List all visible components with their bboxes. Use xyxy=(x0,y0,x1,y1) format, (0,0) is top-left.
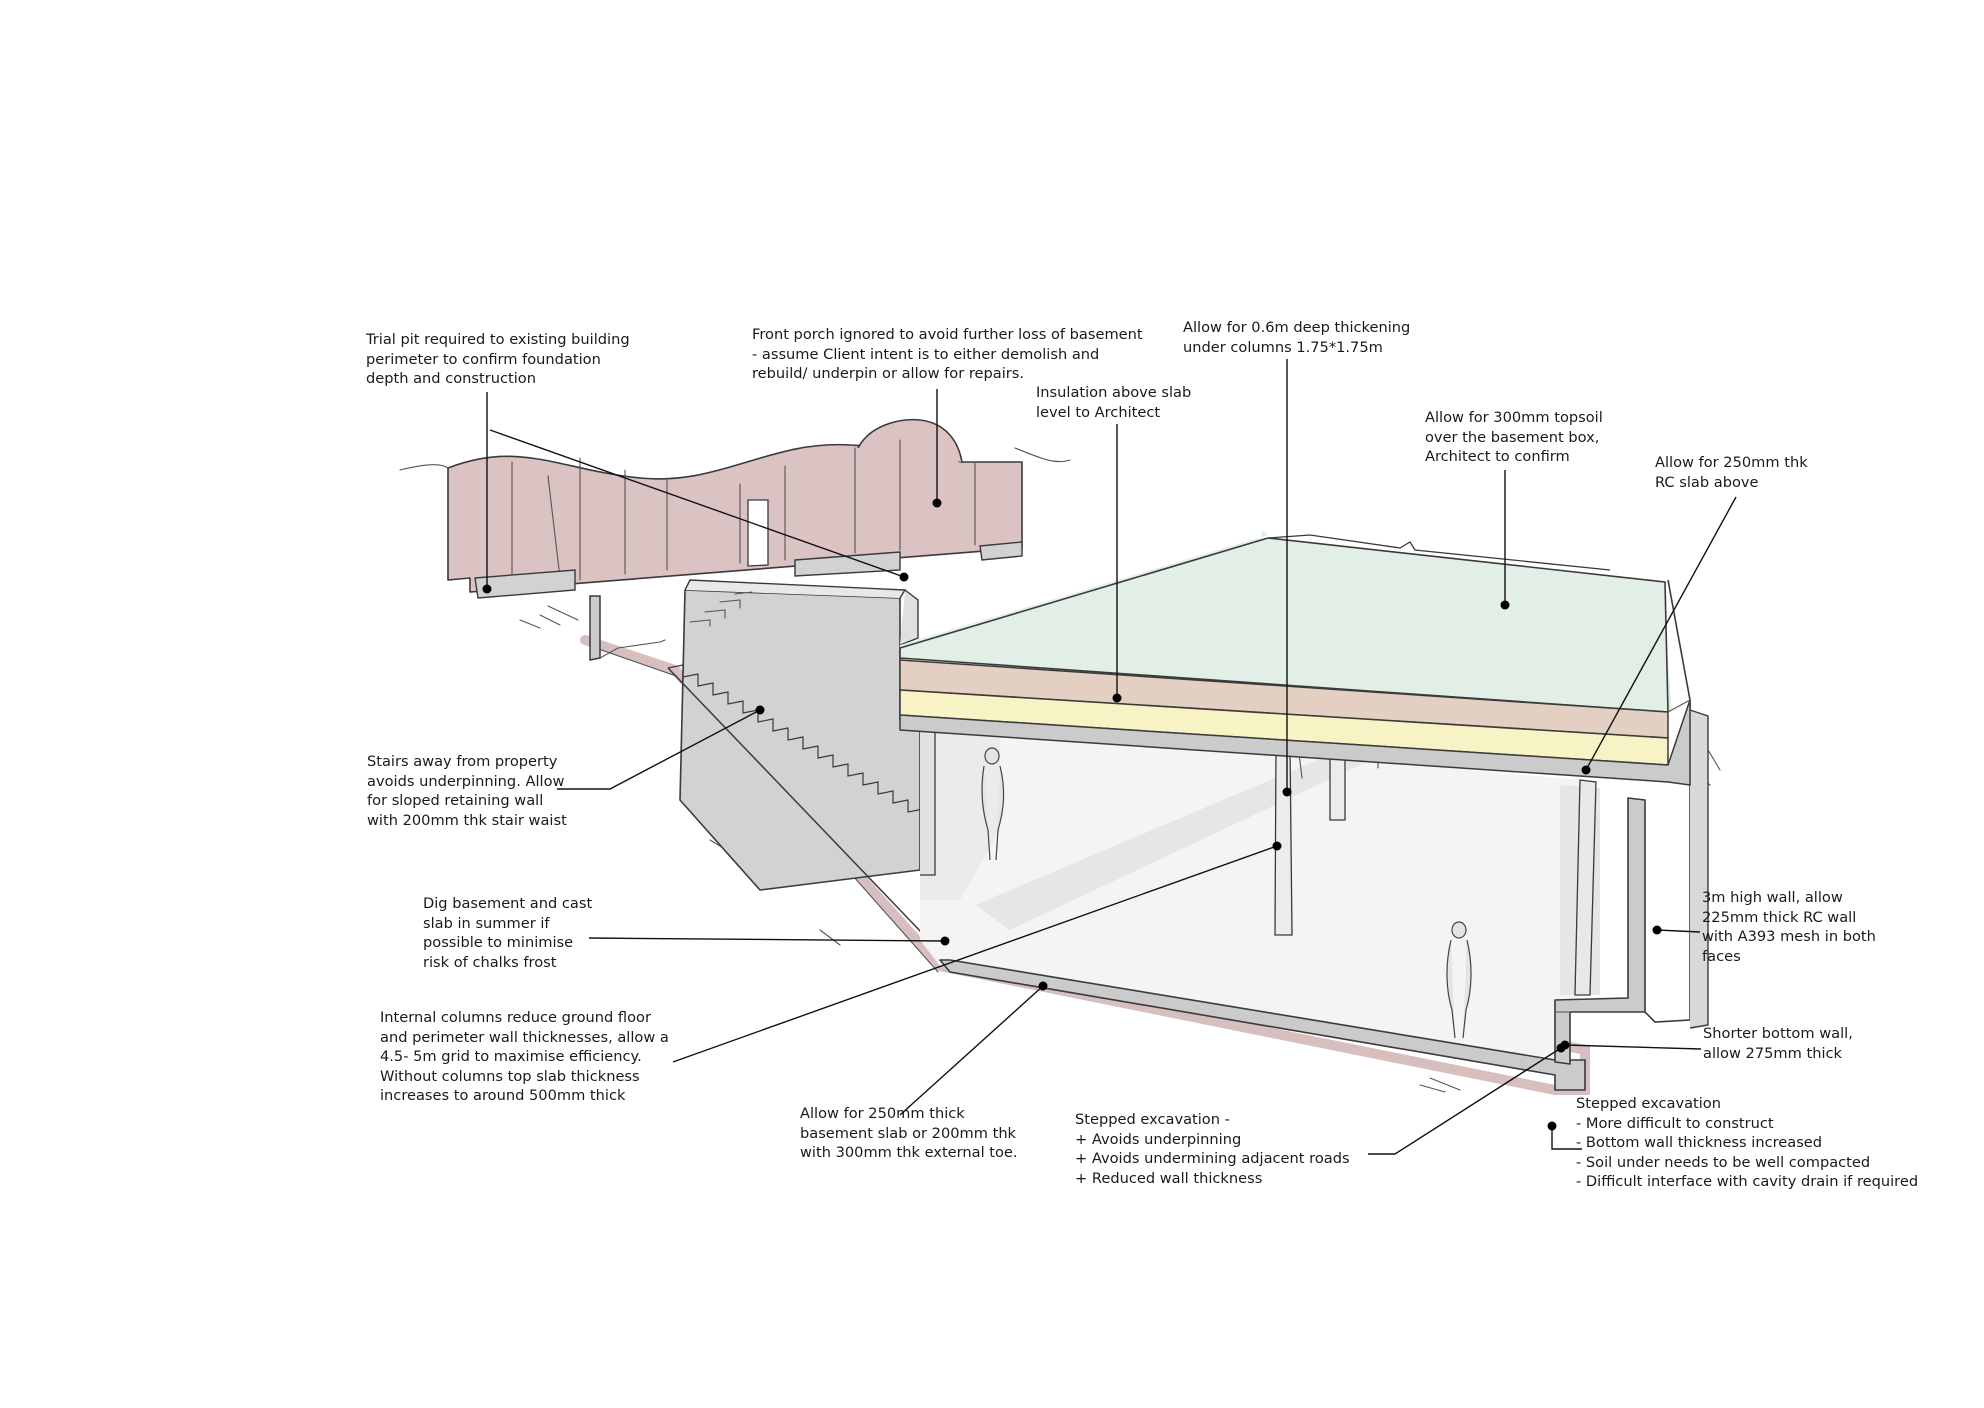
note-line: rebuild/ underpin or allow for repairs. xyxy=(752,365,1025,382)
note-line: + Avoids undermining adjacent roads xyxy=(1075,1150,1350,1167)
note-line: faces xyxy=(1702,947,1741,965)
note-line: - Difficult interface with cavity drain … xyxy=(1576,1173,1919,1190)
note-line: Dig basement and cast xyxy=(423,895,593,912)
note-line: - More difficult to construct xyxy=(1576,1114,1774,1132)
note-line: Architect to confirm xyxy=(1425,448,1570,465)
note-line: with 300mm thk external toe. xyxy=(800,1144,1018,1161)
note-stepped-pros: Stepped excavation - + Avoids underpinni… xyxy=(1075,1110,1350,1188)
note-stairs: Stairs away from property avoids underpi… xyxy=(367,752,567,830)
existing-building xyxy=(399,418,1071,599)
note-line: with A393 mesh in both xyxy=(1702,928,1876,945)
note-line: RC slab above xyxy=(1655,473,1759,491)
note-line: Stairs away from property xyxy=(367,753,558,770)
note-dig-basement: Dig basement and cast slab in summer if … xyxy=(423,894,592,972)
note-line: 4.5- 5m grid to maximise efficiency. xyxy=(380,1048,642,1065)
note-rc-slab: Allow for 250mm thk RC slab above xyxy=(1655,453,1808,492)
note-line: - Soil under needs to be well compacted xyxy=(1576,1153,1871,1171)
note-line: - Bottom wall thickness increased xyxy=(1576,1134,1823,1151)
note-line: and perimeter wall thicknesses, allow a xyxy=(380,1028,669,1046)
person-silhouette-icon xyxy=(981,747,1005,861)
note-trial-pit: Trial pit required to existing building … xyxy=(366,330,630,389)
note-front-porch: Front porch ignored to avoid further los… xyxy=(752,325,1143,384)
note-line: Allow for 250mm thick xyxy=(800,1105,965,1122)
note-line: Front porch ignored to avoid further los… xyxy=(752,326,1143,343)
note-line: avoids underpinning. Allow xyxy=(367,772,565,790)
note-line: 3m high wall, allow xyxy=(1702,889,1843,906)
note-line: under columns 1.75*1.75m xyxy=(1183,338,1383,356)
note-line: with 200mm thk stair waist xyxy=(367,811,567,829)
stair-retaining-wall xyxy=(589,579,921,891)
note-line: + Avoids underpinning xyxy=(1075,1130,1242,1148)
note-shorter-wall: Shorter bottom wall, allow 275mm thick xyxy=(1703,1024,1853,1063)
note-topsoil: Allow for 300mm topsoil over the basemen… xyxy=(1425,408,1603,467)
column-2 xyxy=(1329,755,1346,821)
note-high-wall: 3m high wall, allow 225mm thick RC wall … xyxy=(1702,888,1876,966)
note-line: Without columns top slab thickness xyxy=(380,1067,640,1085)
note-line: basement slab or 200mm thk xyxy=(800,1124,1017,1142)
note-line: slab in summer if xyxy=(423,914,550,932)
note-line: increases to around 500mm thick xyxy=(380,1087,626,1104)
note-line: possible to minimise xyxy=(423,934,574,951)
note-line: Allow for 300mm topsoil xyxy=(1425,409,1603,426)
note-line: perimeter to confirm foundation xyxy=(366,350,601,368)
note-stepped-cons: Stepped excavation - More difficult to c… xyxy=(1576,1094,1918,1192)
basement-box xyxy=(919,579,1709,1091)
note-line: over the basement box, xyxy=(1425,428,1600,446)
note-internal-columns: Internal columns reduce ground floor and… xyxy=(380,1008,669,1106)
note-line: allow 275mm thick xyxy=(1703,1044,1842,1062)
note-line: Insulation above slab xyxy=(1036,384,1192,401)
note-insulation: Insulation above slab level to Architect xyxy=(1036,383,1191,422)
note-line: Stepped excavation - xyxy=(1075,1111,1230,1128)
note-line: Shorter bottom wall, xyxy=(1703,1025,1853,1042)
note-line: - assume Client intent is to either demo… xyxy=(752,345,1100,363)
leader-lines xyxy=(486,359,1737,1155)
leader-dot-icon xyxy=(482,498,1662,1131)
roof-slab-stack xyxy=(899,530,1691,786)
note-line: Internal columns reduce ground floor xyxy=(380,1009,651,1026)
note-line: depth and construction xyxy=(366,370,536,387)
note-line: Allow for 250mm thk xyxy=(1655,454,1808,471)
note-line: + Reduced wall thickness xyxy=(1075,1169,1263,1187)
note-line: Stepped excavation xyxy=(1576,1095,1721,1112)
note-line: 225mm thick RC wall xyxy=(1702,908,1857,926)
note-basement-slab: Allow for 250mm thick basement slab or 2… xyxy=(800,1104,1018,1163)
person-silhouette-icon xyxy=(1446,921,1472,1039)
note-line: risk of chalks frost xyxy=(423,953,557,971)
note-line: level to Architect xyxy=(1036,403,1161,421)
note-thickening: Allow for 0.6m deep thickening under col… xyxy=(1183,318,1410,357)
column-1 xyxy=(1274,744,1293,936)
note-line: for sloped retaining wall xyxy=(367,792,544,809)
note-line: Allow for 0.6m deep thickening xyxy=(1183,319,1411,336)
note-line: Trial pit required to existing building xyxy=(366,331,630,348)
